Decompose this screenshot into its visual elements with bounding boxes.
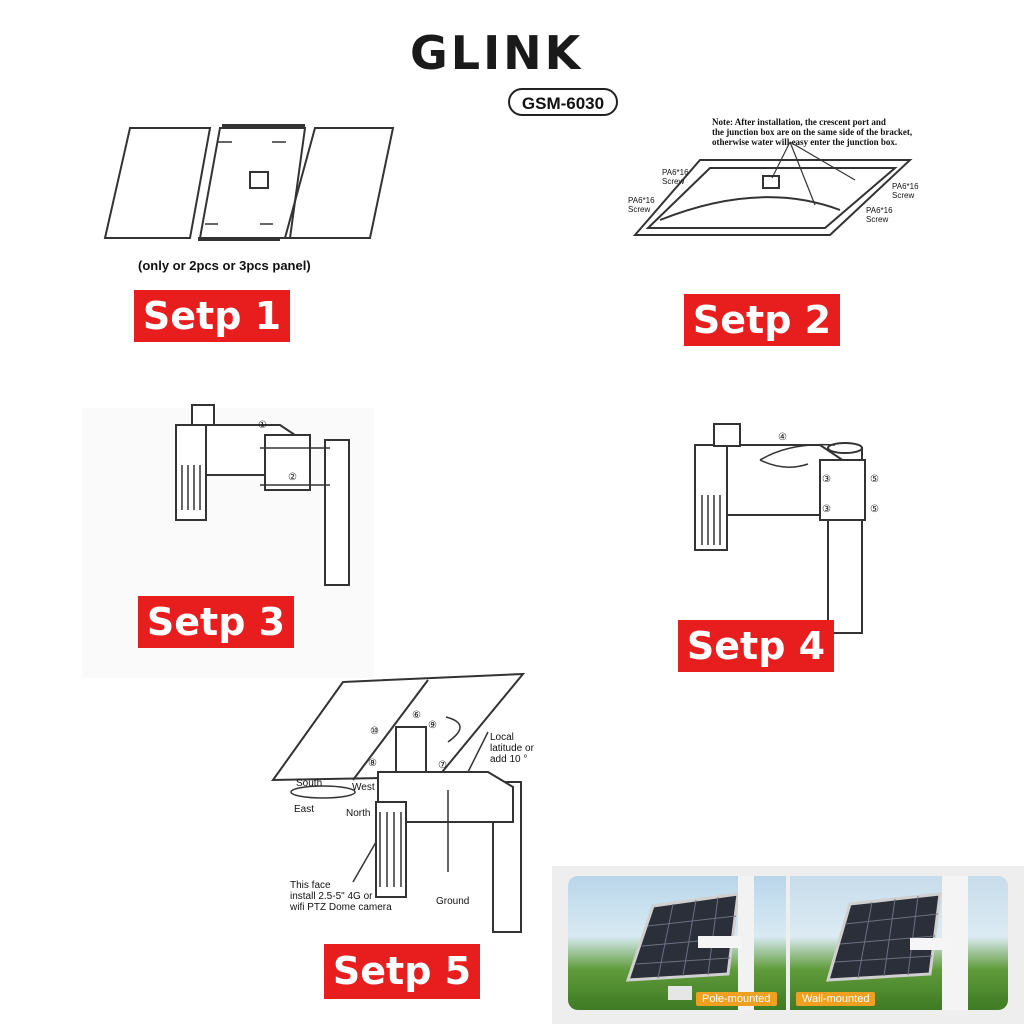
step5-marker-10: ⑩ [370,726,379,737]
step4-marker-3b: ③ [822,504,831,515]
compass-south: South [296,778,323,789]
step4-illustration [694,423,866,634]
step4-marker-5a: ⑤ [870,474,879,485]
step3-label: Setp 3 [138,596,294,648]
screw-label-4: PA6*16 Screw [866,206,893,224]
brand-logo: GLINK [410,26,584,80]
screw-label-line: Screw [892,191,915,200]
screw-label-line: PA6*16 [892,182,919,191]
step2-note-line: otherwise water will easy enter the junc… [712,137,898,147]
camera-note: This face install 2.5-5" 4G or wifi PTZ … [290,880,392,913]
screw-label-2: PA6*16 Screw [628,196,655,214]
angle-note-line: latitude or [490,743,534,754]
step2-note: Note: After installation, the crescent p… [712,117,912,147]
compass-north: North [346,808,371,819]
step5-marker-9: ⑨ [428,720,437,731]
angle-note-line: Local [490,732,514,743]
step1-illustration [103,124,395,241]
step1-caption: (only or 2pcs or 3pcs panel) [138,258,311,273]
screw-label-line: Screw [628,205,651,214]
solar-panel-image [625,876,754,1010]
screw-label-line: PA6*16 [662,168,689,177]
screw-label-line: PA6*16 [628,196,655,205]
step3-marker-1: ① [258,420,267,431]
model-badge: GSM-6030 [508,88,618,116]
screw-label-line: Screw [662,177,685,186]
wall-mounted-photo: Wall-mounted [790,876,1008,1010]
pole-mounted-caption: Pole-mounted [696,992,777,1006]
angle-note-line: add 10 ° [490,754,528,765]
step4-marker-4: ④ [778,432,787,443]
screw-label-line: Screw [866,215,889,224]
screw-label-line: PA6*16 [866,206,893,215]
camera-note-line: This face [290,880,331,891]
step1-label: Setp 1 [134,290,290,342]
step2-illustration [632,141,913,236]
ground-label: Ground [436,896,470,907]
step5-marker-7: ⑦ [438,760,447,771]
step2-note-line: the junction box are on the same side of… [712,127,913,137]
wall-mounted-caption: Wall-mounted [796,992,876,1006]
step2-label: Setp 2 [684,294,840,346]
camera-note-line: wifi PTZ Dome camera [290,902,392,913]
step3-illustration [175,404,350,586]
compass-east: East [294,804,315,815]
step5-illustration [271,672,526,933]
step5-label: Setp 5 [324,944,480,999]
step4-marker-5b: ⑤ [870,504,879,515]
pole-mounted-photo: Pole-mounted [568,876,786,1010]
camera-note-line: install 2.5-5" 4G or [290,891,373,902]
step4-marker-3a: ③ [822,474,831,485]
screw-label-3: PA6*16 Screw [892,182,919,200]
step4-label: Setp 4 [678,620,834,672]
step3-marker-2: ② [288,472,297,483]
screw-label-1: PA6*16 Screw [662,168,689,186]
step2-note-line: Note: After installation, the crescent p… [712,117,886,127]
step5-marker-8: ⑧ [368,758,377,769]
compass-west: West [352,782,375,793]
angle-note: Local latitude or add 10 ° [490,732,534,765]
step5-marker-6: ⑥ [412,710,421,721]
solar-panel-image [825,876,968,1010]
